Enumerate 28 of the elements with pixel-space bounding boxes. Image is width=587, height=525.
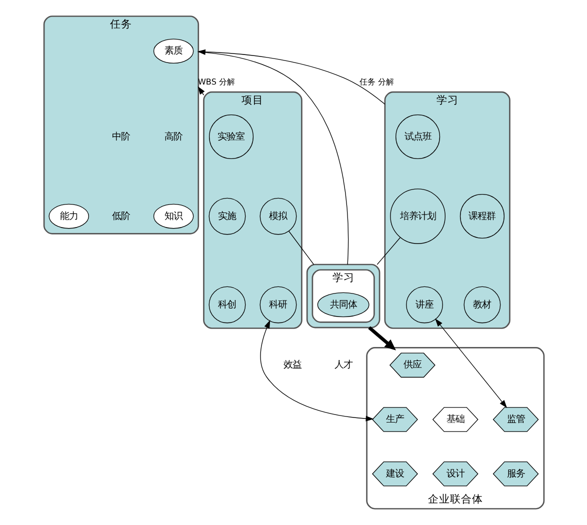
label: 人才 — [334, 360, 352, 371]
node-ellipse: 共同体 — [316, 292, 369, 318]
node-circle: 教材 — [463, 286, 500, 324]
node-ellipse: 能力 — [48, 204, 88, 229]
node-circle: 实施 — [208, 198, 246, 235]
arrow — [434, 318, 507, 408]
node-circle: 培养计划 — [390, 188, 445, 244]
node-circle: 讲座 — [406, 286, 442, 324]
node-circle: 实验室 — [208, 114, 254, 160]
node-circle: 科创 — [208, 286, 246, 324]
connector — [198, 52, 348, 265]
arrow — [260, 320, 374, 422]
arrow — [197, 86, 204, 96]
arrow — [196, 49, 385, 105]
node-circle: 课程群 — [459, 194, 504, 239]
connector — [288, 230, 314, 265]
node-text: 中阶 — [112, 131, 130, 142]
arrow — [368, 326, 396, 350]
node-text: 低阶 — [112, 210, 130, 222]
connector — [376, 237, 400, 265]
node-circle: 科研 — [259, 286, 296, 324]
node-circle: 试点班 — [395, 114, 440, 160]
label: 效益 — [282, 360, 301, 371]
node-circle: 模拟 — [259, 198, 296, 235]
node-ellipse: 素质 — [152, 38, 194, 64]
node-text: 高阶 — [164, 131, 182, 142]
cluster — [306, 264, 380, 328]
node-ellipse: 知识 — [152, 204, 194, 229]
